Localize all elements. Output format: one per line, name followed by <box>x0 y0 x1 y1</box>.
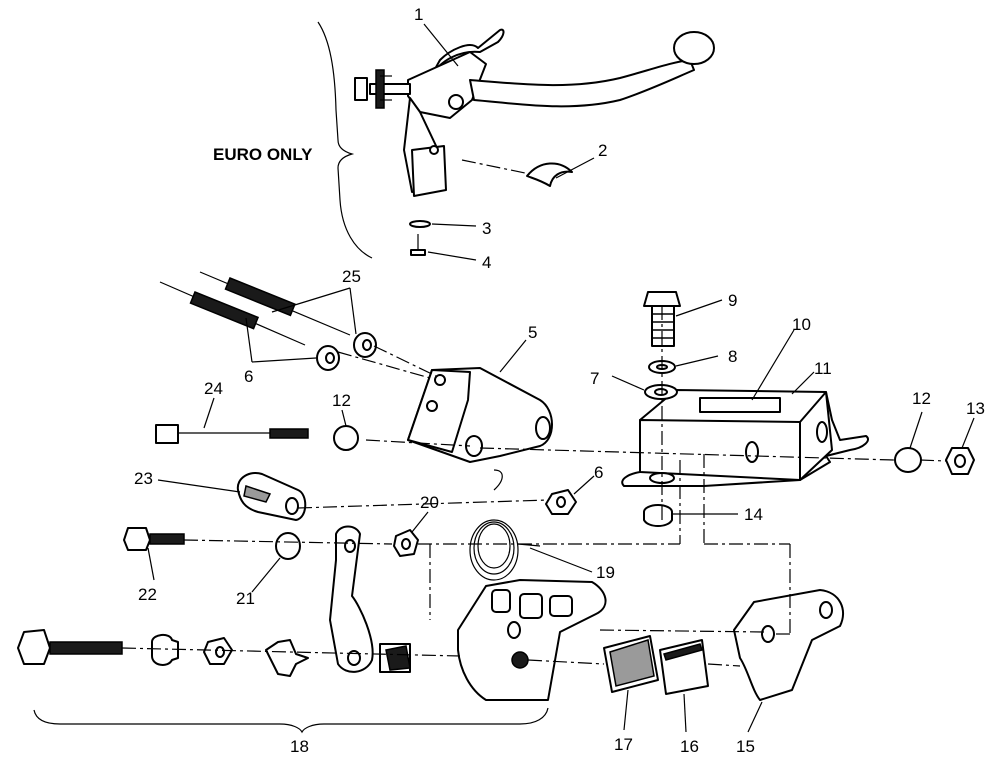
callout-22: 22 <box>138 585 157 604</box>
callout-1: 1 <box>414 5 423 24</box>
callout-21: 21 <box>236 589 255 608</box>
callout-5: 5 <box>528 323 537 342</box>
part-17-pad <box>603 635 659 693</box>
group-18-bracket <box>33 707 549 734</box>
part-14-spacer <box>643 504 673 527</box>
callout-23: 23 <box>134 469 153 488</box>
part-12-spacer-left <box>333 425 359 451</box>
callout-19: 19 <box>596 563 615 582</box>
callout-6b: 6 <box>594 463 603 482</box>
euro-only-label: EURO ONLY <box>213 145 313 164</box>
part-22-bolt <box>123 527 185 551</box>
part-9-bolt <box>643 291 681 347</box>
part-18-assembly <box>17 629 411 677</box>
callout-7: 7 <box>590 369 599 388</box>
part-13-nut <box>945 447 975 475</box>
part-6-nut-right <box>545 489 577 515</box>
part-10-11-housing <box>621 389 869 487</box>
callout-20: 20 <box>420 493 439 512</box>
part-21-spacer <box>275 532 301 560</box>
callout-15: 15 <box>736 737 755 756</box>
callout-17: 17 <box>614 735 633 754</box>
lever-plate <box>329 525 374 673</box>
callout-8: 8 <box>728 347 737 366</box>
part-5-bracket <box>407 367 553 463</box>
part-19-spring <box>469 469 541 581</box>
callout-14: 14 <box>744 505 763 524</box>
callout-3: 3 <box>482 219 491 238</box>
center-bracket-plate <box>457 579 607 701</box>
callout-24: 24 <box>204 379 223 398</box>
callout-numbers: 1 2 3 4 5 6 6 7 8 9 10 11 12 12 13 14 15… <box>134 5 985 756</box>
part-23-arm <box>236 472 307 521</box>
part-15-plate <box>733 589 845 701</box>
leader-lines <box>147 23 975 733</box>
callout-9: 9 <box>728 291 737 310</box>
euro-only-group: EURO ONLY <box>213 21 715 259</box>
part-2-crescent <box>526 162 573 187</box>
part-24-bolt <box>155 424 309 444</box>
callout-2: 2 <box>598 141 607 160</box>
callout-4: 4 <box>482 253 491 272</box>
callout-25: 25 <box>342 267 361 286</box>
euro-bracket <box>317 21 373 259</box>
callout-12a: 12 <box>332 391 351 410</box>
clutch-lever <box>354 28 715 197</box>
callout-18: 18 <box>290 737 309 756</box>
part-12-spacer-right <box>894 447 922 473</box>
callout-12b: 12 <box>912 389 931 408</box>
callout-6a: 6 <box>244 367 253 386</box>
center-lines <box>121 306 947 667</box>
cables <box>159 271 351 346</box>
part-3-washer <box>409 220 431 228</box>
part-16-pad <box>659 639 709 695</box>
callout-10: 10 <box>792 315 811 334</box>
part-4-screw <box>410 234 426 256</box>
part-20-nut <box>393 529 419 557</box>
callout-16: 16 <box>680 737 699 756</box>
callout-11: 11 <box>814 359 832 378</box>
callout-13: 13 <box>966 399 985 418</box>
